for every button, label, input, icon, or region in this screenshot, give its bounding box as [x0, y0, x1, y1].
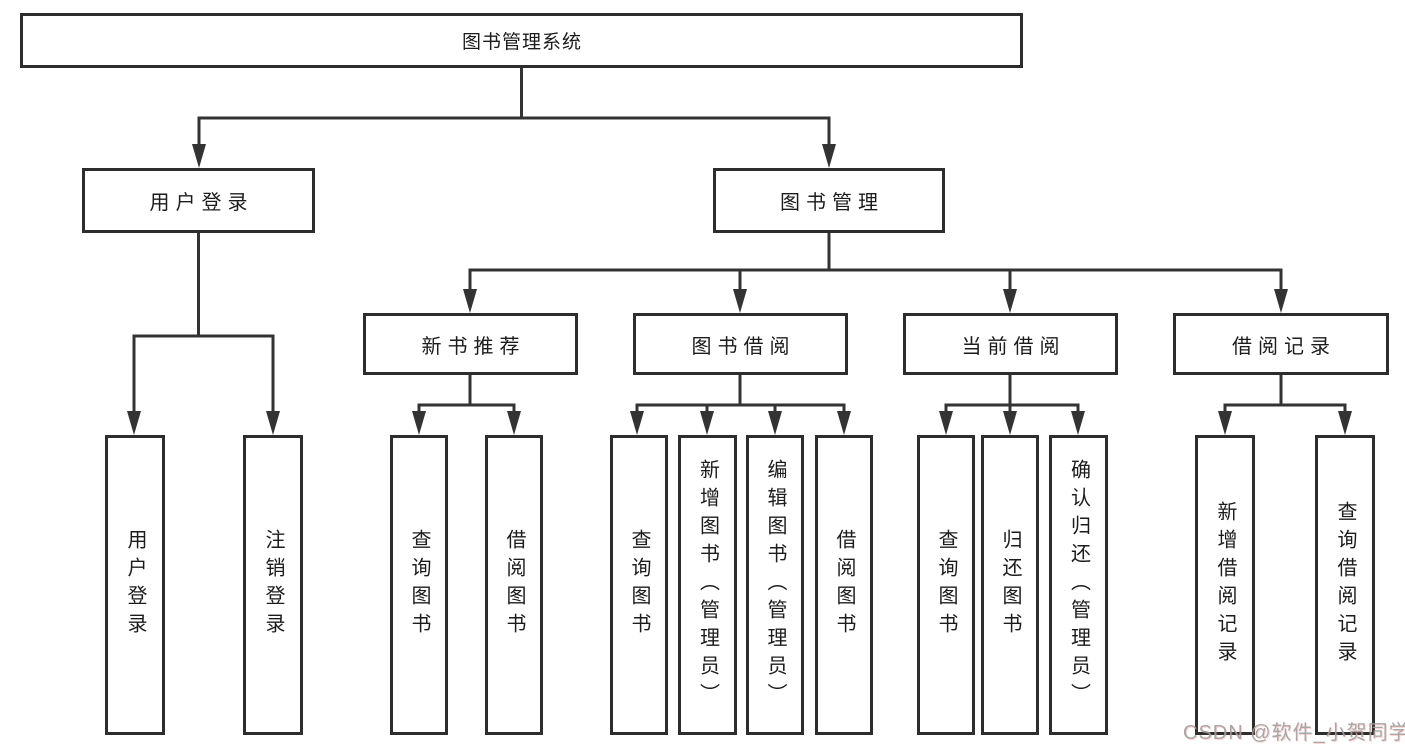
node-label: 归还图书 — [999, 529, 1021, 641]
csdn-watermark: CSDN @软件_小贺同学 — [1183, 722, 1405, 744]
leaf-borrow-books-recommend: 借阅图书 — [485, 435, 543, 735]
leaf-add-books-admin: 新增图书（管理员） — [678, 435, 737, 735]
node-label: 图书管理 — [780, 192, 884, 214]
node-label: 借阅图书 — [833, 529, 855, 641]
node-label: 借阅记录 — [1232, 335, 1336, 358]
node-label: 新增借阅记录 — [1214, 501, 1236, 669]
node-label: 新书推荐 — [421, 335, 526, 358]
node-label: 查询图书 — [628, 529, 650, 641]
leaf-edit-books-admin: 编辑图书（管理员） — [746, 435, 804, 735]
node-label: 借阅图书 — [503, 529, 525, 641]
node-book-management: 图书管理 — [713, 168, 945, 233]
leaf-confirm-return-admin: 确认归还（管理员） — [1049, 435, 1108, 735]
leaf-user-login: 用户登录 — [105, 435, 165, 735]
node-new-book-recommendation: 新书推荐 — [363, 313, 578, 375]
node-label: 用户登录 — [124, 529, 146, 641]
node-current-borrowing: 当前借阅 — [903, 313, 1118, 375]
node-label: 确认归还（管理员） — [1067, 459, 1090, 711]
node-label: 图书管理系统 — [461, 32, 582, 53]
leaf-add-borrow-record: 新增借阅记录 — [1195, 435, 1255, 735]
node-user-login: 用户登录 — [82, 168, 315, 233]
node-label: 当前借阅 — [961, 335, 1066, 358]
leaf-query-books-recommend: 查询图书 — [390, 435, 448, 735]
node-label: 查询图书 — [935, 529, 957, 641]
node-book-management-system: 图书管理系统 — [20, 13, 1023, 68]
node-label: 用户登录 — [149, 192, 254, 214]
node-label: 新增图书（管理员） — [696, 459, 719, 711]
leaf-query-books-borrowing: 查询图书 — [610, 435, 668, 735]
node-label: 查询借阅记录 — [1334, 501, 1356, 669]
node-label: 查询图书 — [408, 529, 430, 641]
leaf-borrow-books: 借阅图书 — [815, 435, 873, 735]
node-book-borrowing: 图书借阅 — [633, 313, 848, 375]
node-label: 图书借阅 — [691, 335, 796, 358]
leaf-query-borrow-record: 查询借阅记录 — [1315, 435, 1375, 735]
node-label: 注销登录 — [262, 529, 284, 641]
node-borrowing-records: 借阅记录 — [1173, 313, 1389, 375]
leaf-logout: 注销登录 — [243, 435, 303, 735]
node-label: 编辑图书（管理员） — [764, 459, 786, 711]
leaf-query-books-current: 查询图书 — [917, 435, 975, 735]
leaf-return-books: 归还图书 — [981, 435, 1039, 735]
